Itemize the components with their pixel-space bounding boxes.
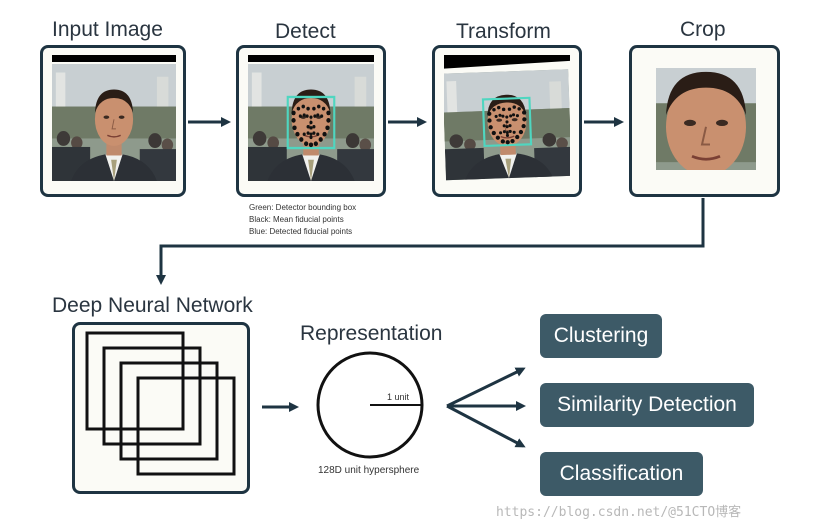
unit-label: 1 unit (387, 392, 410, 402)
network-title: Deep Neural Network (52, 294, 253, 317)
arrow-to-clustering (446, 367, 526, 408)
detector-bounding-box (286, 95, 336, 150)
classification-box: Classification (540, 452, 703, 496)
arrow-to-classification (446, 404, 526, 448)
detect-face-photo (248, 55, 374, 181)
deep-neural-network-panel (72, 322, 250, 494)
transform-bounding-box (481, 96, 533, 148)
input-face-photo (52, 55, 176, 181)
clustering-box: Clustering (540, 314, 662, 358)
hypersphere-caption: 128D unit hypersphere (318, 465, 420, 476)
stage-title-transform: Transform (456, 20, 551, 43)
representation-title: Representation (300, 322, 443, 345)
similarity-detection-box: Similarity Detection (540, 383, 754, 427)
watermark: https://blog.csdn.net/@51CTO博客 (496, 505, 742, 520)
legend-blue: Blue: Detected fiducial points (249, 227, 353, 236)
stage-title-crop: Crop (680, 18, 726, 41)
transform-face-photo (444, 55, 570, 181)
legend-green: Green: Detector bounding box (249, 203, 357, 212)
stage-title-detect: Detect (275, 20, 336, 43)
network-layers (85, 331, 236, 476)
stage-title-input: Input Image (52, 18, 163, 41)
legend-black: Black: Mean fiducial points (249, 215, 344, 224)
arrow-crop-to-network (156, 198, 705, 285)
crop-face-photo (656, 68, 756, 170)
